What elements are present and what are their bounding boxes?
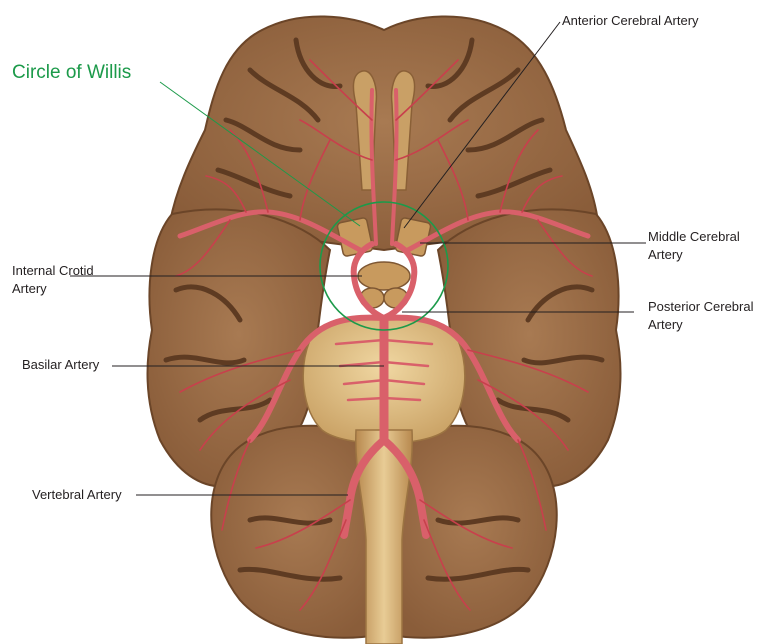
label-posterior-cerebral-2: Artery: [648, 316, 683, 333]
label-middle-cerebral-1: Middle Cerebral: [648, 228, 740, 245]
label-anterior-cerebral: Anterior Cerebral Artery: [562, 12, 699, 29]
label-internal-carotid-1: Internal Crotid: [12, 262, 94, 279]
label-vertebral: Vertebral Artery: [32, 486, 122, 503]
label-middle-cerebral-2: Artery: [648, 246, 683, 263]
label-basilar: Basilar Artery: [22, 356, 99, 373]
label-internal-carotid-2: Artery: [12, 280, 47, 297]
label-posterior-cerebral-1: Posterior Cerebral: [648, 298, 754, 315]
title-circle-of-willis: Circle of Willis: [12, 62, 131, 84]
